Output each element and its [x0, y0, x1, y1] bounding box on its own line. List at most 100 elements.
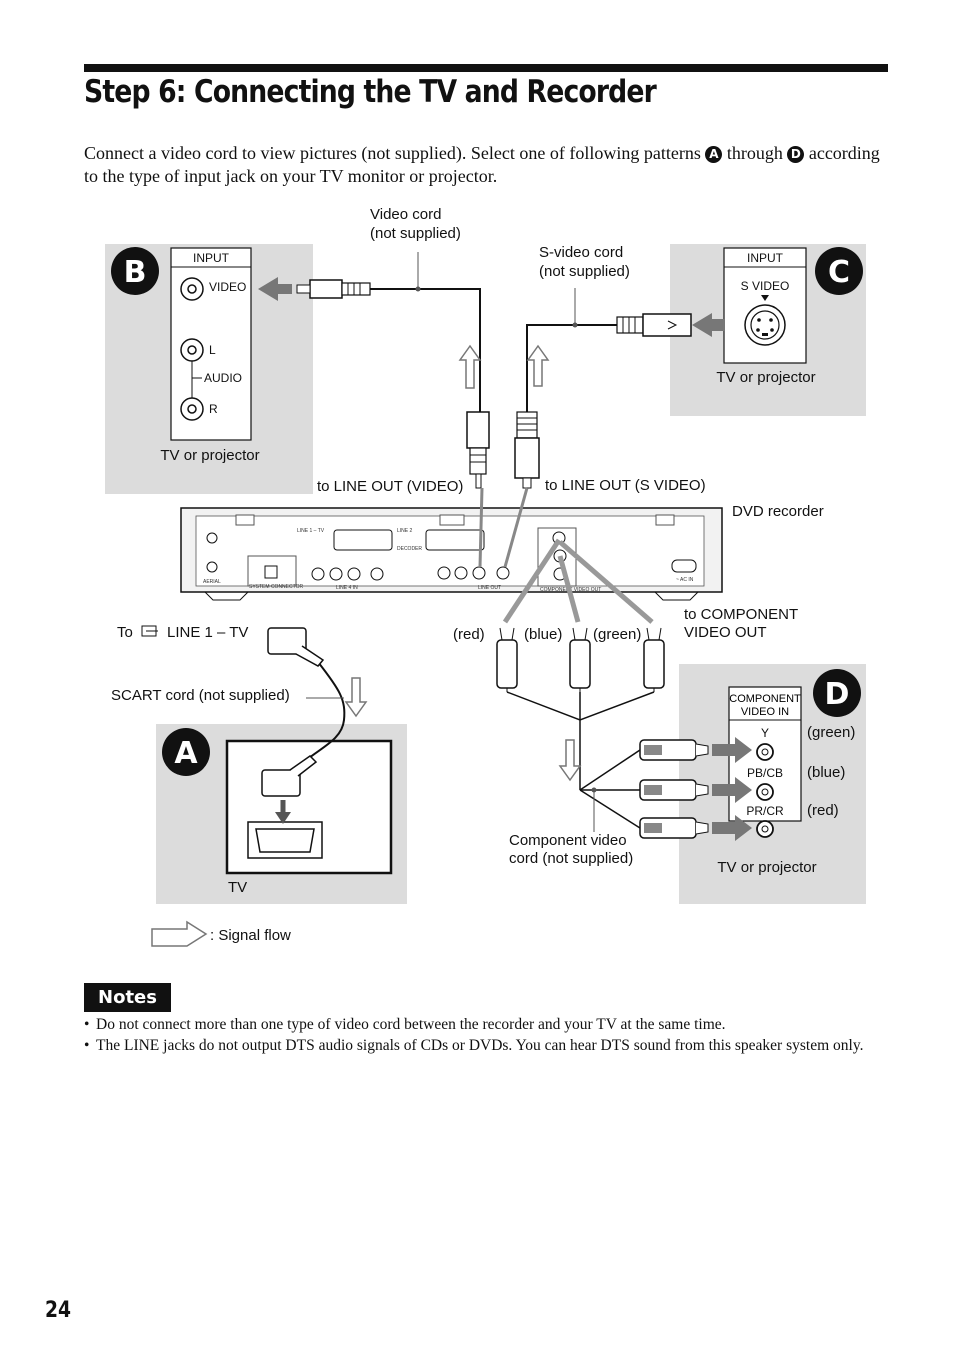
- svideo-cord-lead: [503, 487, 529, 568]
- tv-c-caption: TV or projector: [716, 369, 815, 386]
- video-cord-label-1: Video cord: [370, 206, 441, 223]
- page-title: Step 6: Connecting the TV and Recorder: [84, 74, 657, 110]
- line-out-video-label: to LINE OUT (VIDEO): [317, 478, 463, 495]
- panel-c: C INPUT S VIDEO TV or projector: [670, 244, 866, 416]
- tv-d-pb-label: PB/CB: [747, 766, 783, 780]
- tv-d-pr-jack[interactable]: [756, 820, 774, 838]
- tv-d-y-jack[interactable]: [756, 743, 774, 761]
- tv-b-audio-l-jack[interactable]: [180, 338, 204, 362]
- line-in-out-icon: [141, 625, 158, 637]
- rca-plug: [309, 279, 343, 299]
- tv-d-y-label: Y: [761, 726, 769, 740]
- scart-plug: [267, 627, 307, 655]
- tv-b-audio-label: AUDIO: [204, 371, 242, 385]
- video-cord-label-2: (not supplied): [370, 225, 461, 242]
- tv-b-input-label: INPUT: [193, 251, 230, 265]
- tv-d-green-label: (green): [807, 724, 855, 741]
- tv-c-svideo-jack[interactable]: [744, 304, 786, 346]
- component-blue-label: (blue): [524, 626, 562, 643]
- component-leads: [502, 538, 654, 624]
- tv-b-l-label: L: [209, 343, 216, 357]
- recorder-line2-label: LINE 2: [397, 528, 413, 534]
- component-green-label: (green): [593, 626, 641, 643]
- tv-d-pb-jack[interactable]: [756, 783, 774, 801]
- component-cord-label-1: Component video: [509, 832, 627, 849]
- tv-b-video-label: VIDEO: [209, 280, 246, 294]
- signal-arrow-icon: [458, 344, 482, 389]
- panel-a-badge: [162, 728, 210, 776]
- component-out-label-1: to COMPONENT: [684, 606, 798, 623]
- line4-in-jacks[interactable]: [311, 567, 384, 581]
- recorder-line4-label: LINE 4 IN: [336, 585, 358, 591]
- recorder-decoder-label: DECODER: [397, 546, 422, 552]
- rca-plug: [466, 411, 490, 449]
- line2-scart-jack[interactable]: [425, 529, 485, 551]
- line-out-jacks[interactable]: [437, 566, 510, 580]
- svideo-plug: [516, 411, 538, 439]
- down-triangle-icon: [761, 295, 769, 301]
- tv-d-blue-label: (blue): [807, 764, 845, 781]
- tv-c-input-label: INPUT: [747, 251, 784, 265]
- tv-b-r-label: R: [209, 402, 218, 416]
- intro-text-2: through: [722, 143, 788, 163]
- scart-cord-label: SCART cord (not supplied): [111, 687, 290, 704]
- panel-a: A TV: [156, 724, 407, 904]
- signal-arrow-icon: [692, 313, 725, 337]
- intro-text-1: Connect a video cord to view pictures (n…: [84, 143, 706, 163]
- video-cord: [258, 252, 490, 489]
- line-out-svideo-label: to LINE OUT (S VIDEO): [545, 477, 706, 494]
- tv-d-pr-label: PR/CR: [746, 804, 784, 818]
- intro-text-3: according to the type of input jack on y…: [84, 143, 880, 186]
- note-item: Do not connect more than one type of vid…: [82, 1014, 888, 1035]
- recorder-aerial-label: AERIAL: [203, 579, 221, 585]
- page-number: 24: [45, 1298, 72, 1323]
- tv-b-video-jack[interactable]: [180, 277, 204, 301]
- component-cord-label-2: cord (not supplied): [509, 850, 633, 867]
- recorder-line-out-label: LINE OUT: [478, 585, 501, 591]
- tv-d-component-label-1: COMPONENT: [729, 693, 801, 705]
- signal-arrow-icons-d: [712, 737, 752, 841]
- signal-arrow-icon: [344, 677, 368, 718]
- line1-tv-label-suffix: LINE 1 – TV: [167, 624, 248, 641]
- scart-cord: [261, 627, 368, 797]
- signal-arrow-icon: [526, 344, 550, 387]
- line1-scart-jack[interactable]: [333, 529, 393, 551]
- tv-b-audio-r-jack[interactable]: [180, 397, 204, 421]
- dvd-recorder: AERIAL SYSTEM CONNECTOR LINE 1 – TV LINE…: [180, 507, 723, 601]
- note-item: The LINE jacks do not output DTS audio s…: [82, 1035, 888, 1056]
- recorder-line1-label: LINE 1 – TV: [297, 528, 325, 534]
- recorder-ac-in-label: ~ AC IN: [676, 577, 694, 583]
- panel-b-letter: B: [124, 255, 147, 290]
- svideo-cord-label-2: (not supplied): [539, 263, 630, 280]
- component-red-label: (red): [453, 626, 485, 643]
- panel-d-badge: [813, 669, 861, 717]
- signal-flow-icon: [151, 920, 208, 947]
- tv-d-caption: TV or projector: [717, 859, 816, 876]
- panel-a-letter: A: [174, 736, 198, 771]
- tv-d-red-label: (red): [807, 802, 839, 819]
- panel-c-letter: C: [828, 255, 850, 290]
- signal-arrow-icon: [558, 739, 582, 782]
- recorder-system-connector-label: SYSTEM CONNECTOR: [249, 584, 303, 590]
- panel-b: B INPUT VIDEO L AUDIO R TV or projector: [105, 244, 313, 494]
- scart-plug: [261, 769, 301, 797]
- pattern-a-badge: A: [705, 146, 723, 163]
- title-rule: [84, 64, 888, 72]
- component-out-label-2: VIDEO OUT: [684, 624, 767, 641]
- panel-b-badge: [111, 247, 159, 295]
- ac-in-socket[interactable]: [671, 559, 697, 573]
- tv-a-scart-socket[interactable]: [247, 821, 323, 859]
- tv-d-component-label-2: VIDEO IN: [741, 706, 789, 718]
- svideo-cord: [514, 288, 725, 489]
- tv-a-caption: TV: [228, 879, 247, 896]
- tv-b-caption: TV or projector: [160, 447, 259, 464]
- svideo-plug: [616, 316, 644, 334]
- intro-paragraph: Connect a video cord to view pictures (n…: [84, 142, 884, 188]
- notes-list: Do not connect more than one type of vid…: [82, 1014, 888, 1056]
- video-cord-lead: [478, 487, 484, 568]
- component-plugs-top: [496, 627, 665, 692]
- line1-tv-label-prefix: To: [117, 624, 133, 641]
- panel-d-letter: D: [825, 677, 850, 712]
- pattern-d-badge: D: [787, 146, 805, 163]
